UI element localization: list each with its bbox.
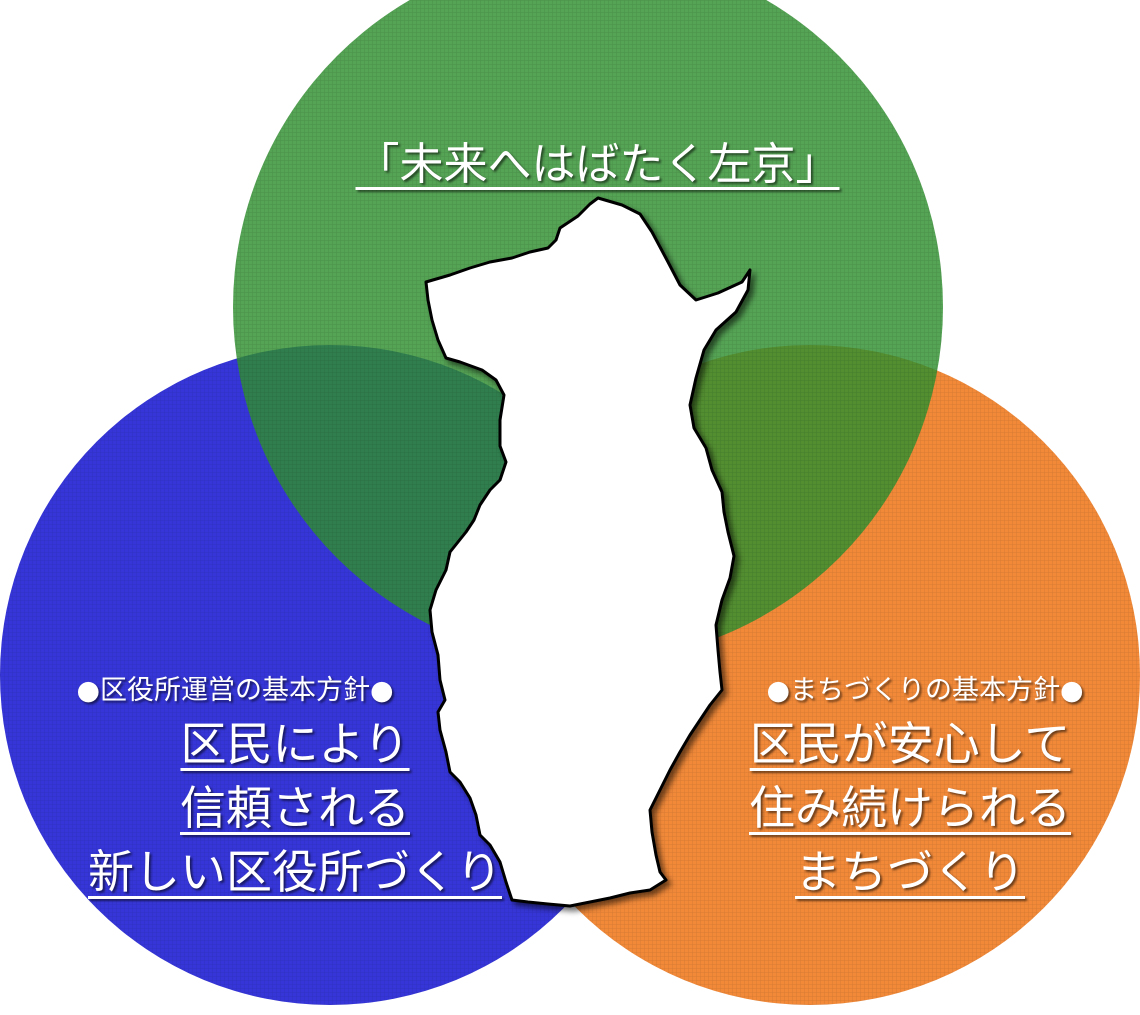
right-line-1: 区民が安心して xyxy=(749,717,1071,771)
left-line-1: 区民により xyxy=(180,717,410,771)
right-policy-text: 区民が安心して 住み続けられる まちづくり xyxy=(700,712,1120,904)
right-line-2: 住み続けられる xyxy=(749,781,1071,835)
left-policy-text: 区民により 信頼される 新しい区役所づくり xyxy=(40,712,550,904)
sakyo-map-icon xyxy=(424,196,752,908)
slogan-title: 「未来へはばたく左京」 xyxy=(355,139,840,190)
right-line-3: まちづくり xyxy=(795,845,1025,899)
left-line-2: 信頼される xyxy=(180,781,410,835)
right-heading: ●まちづくりの基本方針● xyxy=(766,675,1084,706)
left-heading: ●区役所運営の基本方針● xyxy=(76,675,394,706)
left-line-3: 新しい区役所づくり xyxy=(88,845,502,899)
